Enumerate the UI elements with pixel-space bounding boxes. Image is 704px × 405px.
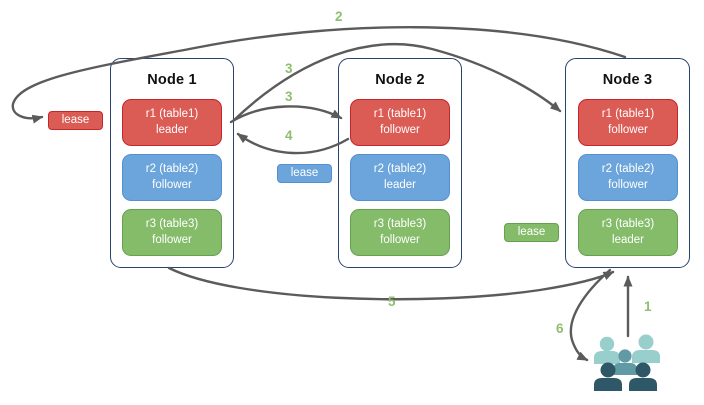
node-3-replica-r1: r1 (table1) follower	[578, 99, 678, 146]
step-label-3b: 3	[285, 89, 293, 104]
step-label-3a: 3	[285, 61, 293, 76]
node-2: Node 2 r1 (table1) follower r2 (table2) …	[338, 58, 462, 268]
arrow-step-6	[569, 268, 612, 362]
node-3-title: Node 3	[602, 72, 653, 88]
node-2-replica-r2: r2 (table2) leader	[350, 154, 450, 201]
replica-label: r1 (table1)	[601, 108, 655, 121]
node-3: Node 3 r1 (table1) follower r2 (table2) …	[565, 58, 690, 268]
step-label-4: 4	[285, 128, 293, 143]
node-2-title: Node 2	[375, 72, 425, 88]
node-1-title: Node 1	[147, 72, 197, 88]
replica-role: leader	[612, 233, 644, 246]
lease-badge-blue: lease	[277, 164, 332, 183]
node-1: Node 1 r1 (table1) leader r2 (table2) fo…	[110, 58, 234, 268]
step-label-2: 2	[335, 9, 343, 24]
replica-role: follower	[152, 178, 192, 191]
replica-label: r2 (table2)	[373, 163, 427, 176]
replica-role: follower	[380, 233, 420, 246]
step-label-5: 5	[388, 294, 396, 309]
replica-role: leader	[156, 123, 188, 136]
step-label-6: 6	[556, 321, 564, 336]
replica-role: follower	[152, 233, 192, 246]
replica-label: r2 (table2)	[601, 163, 655, 176]
replica-role: follower	[608, 123, 648, 136]
step-label-1: 1	[644, 299, 652, 314]
replica-label: r3 (table3)	[373, 218, 427, 231]
arrow-step-4	[236, 132, 350, 155]
arrow-step-3-to-node2	[229, 105, 343, 124]
replica-label: r1 (table1)	[145, 108, 199, 121]
replica-role: leader	[384, 178, 416, 191]
node-1-replica-r2: r2 (table2) follower	[122, 154, 222, 201]
node-3-replica-r3: r3 (table3) leader	[578, 209, 678, 256]
node-1-replica-r1: r1 (table1) leader	[122, 99, 222, 146]
replica-label: r3 (table3)	[145, 218, 199, 231]
users-icon	[594, 334, 660, 391]
lease-badge-red: lease	[48, 111, 103, 130]
replica-label: r3 (table3)	[601, 218, 655, 231]
replica-role: follower	[380, 123, 420, 136]
node-2-replica-r1: r1 (table1) follower	[350, 99, 450, 146]
node-2-replica-r3: r3 (table3) follower	[350, 209, 450, 256]
replica-label: r2 (table2)	[145, 163, 199, 176]
lease-badge-green: lease	[504, 223, 559, 242]
replica-role: follower	[608, 178, 648, 191]
replica-label: r1 (table1)	[373, 108, 427, 121]
arrow-step-2	[11, 26, 627, 124]
node-1-replica-r3: r3 (table3) follower	[122, 209, 222, 256]
node-3-replica-r2: r2 (table2) follower	[578, 154, 678, 201]
